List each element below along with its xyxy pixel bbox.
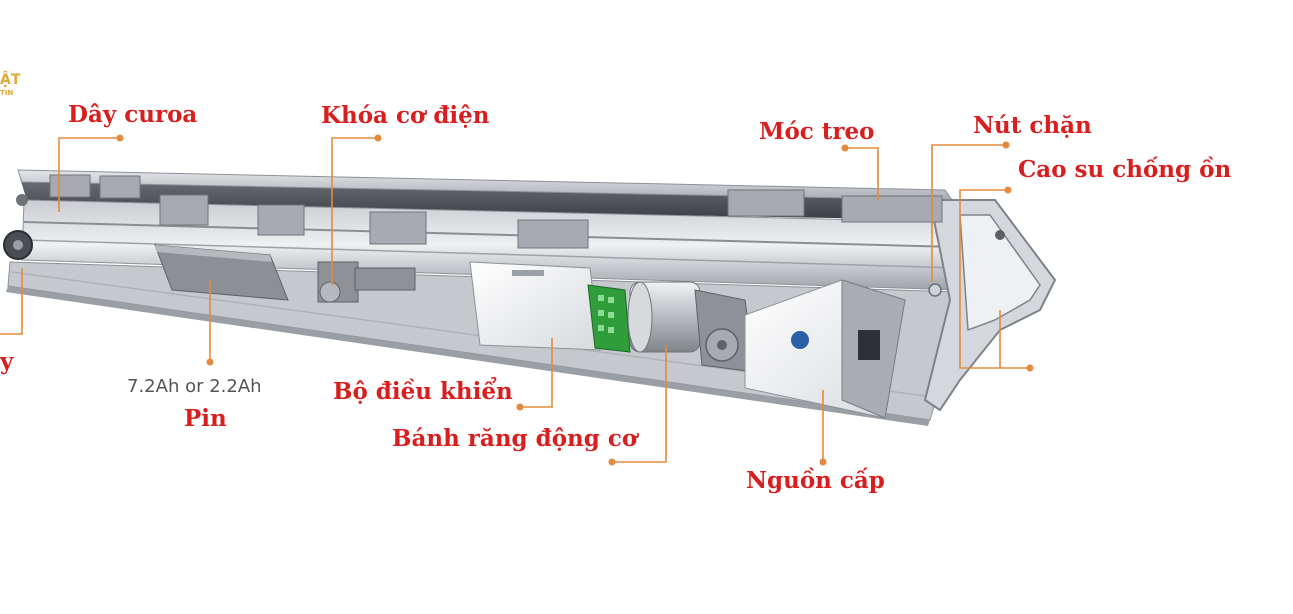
label-rubber: Cao su chống ồn	[1018, 156, 1232, 183]
motor-gear	[627, 281, 756, 373]
lock-mechanism	[317, 261, 416, 303]
label-controller: Bộ điều khiển	[333, 378, 513, 405]
controller-terminals	[587, 284, 631, 353]
power-supply-box	[744, 279, 906, 419]
label-belt: Dây curoa	[68, 101, 198, 128]
leader-rubber	[959, 189, 1030, 369]
label-lock: Khóa cơ điện	[321, 102, 490, 129]
leader-controller	[520, 338, 553, 408]
rail-back	[20, 178, 950, 220]
leader-hanger	[845, 147, 879, 200]
leader-lock	[331, 137, 378, 285]
label-battery-spec: 7.2Ah or 2.2Ah	[127, 376, 262, 397]
leader-belt	[58, 137, 120, 212]
brand-logo-top: ẬT	[0, 72, 21, 88]
controller-box	[469, 261, 601, 351]
label-motor: Bánh răng động cơ	[392, 425, 638, 452]
label-battery: Pin	[184, 405, 227, 432]
leader-left	[0, 268, 23, 335]
label-stopper: Nút chặn	[973, 112, 1092, 139]
label-edge: y	[0, 348, 14, 375]
label-hanger: Móc treo	[759, 118, 875, 145]
leader-motor	[612, 345, 667, 463]
label-power: Nguồn cấp	[746, 467, 885, 494]
leader-stopper	[931, 144, 1006, 282]
brand-logo-bottom: TIN	[0, 89, 14, 97]
